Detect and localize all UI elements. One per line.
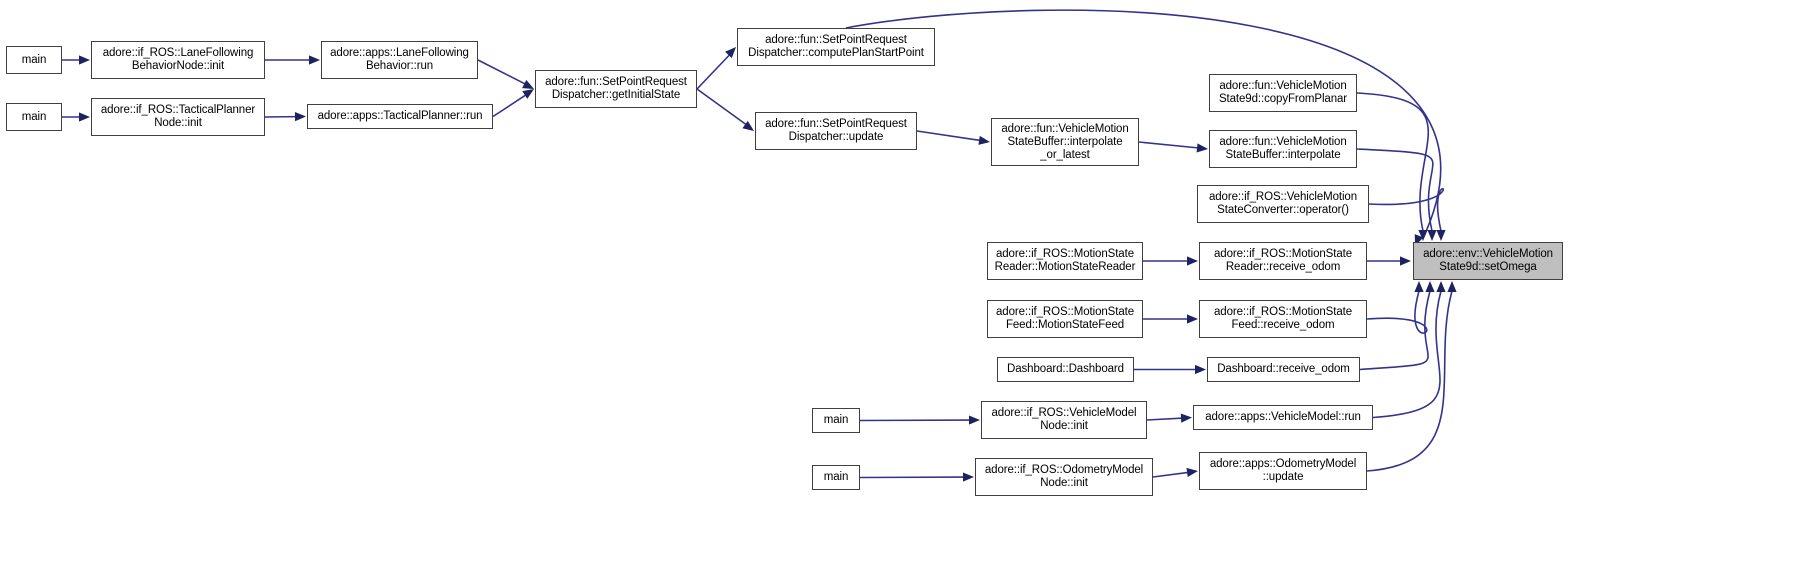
graph-node-msReaderOdom[interactable]: adore::if_ROS::MotionState Reader::recei… (1199, 242, 1367, 280)
edge-getInitialState-to-computeStart (696, 53, 731, 90)
edge-getInitialState-to-sprUpdate (696, 88, 748, 126)
graph-node-label: adore::if_ROS::VehicleModel Node::init (991, 407, 1137, 432)
graph-node-computeStart[interactable]: adore::fun::SetPointRequest Dispatcher::… (737, 28, 935, 66)
edge-interpOrLatest-to-interpolate-arrowhead (1196, 143, 1208, 153)
graph-node-label: adore::if_ROS::MotionState Feed::receive… (1213, 306, 1353, 331)
edge-odomModelInit-to-odomModelUpdate (1152, 471, 1190, 478)
graph-node-vehModelInit[interactable]: adore::if_ROS::VehicleModel Node::init (981, 401, 1147, 439)
edge-lfRun-to-getInitialState-arrowhead (522, 79, 534, 89)
edge-getInitialState-to-sprUpdate-arrowhead (742, 120, 754, 131)
graph-node-label: adore::fun::VehicleMotion StateBuffer::i… (1001, 122, 1129, 161)
graph-node-tpNodeInit[interactable]: adore::if_ROS::TacticalPlanner Node::ini… (91, 98, 265, 136)
graph-node-label: adore::if_ROS::VehicleMotion StateConver… (1208, 191, 1358, 216)
graph-node-label: adore::apps::LaneFollowing Behavior::run (330, 47, 469, 72)
edge-vehModelRun-to-setOmega (1372, 290, 1442, 419)
edge-msFeedCtor-to-msFeedOdom-arrowhead (1187, 314, 1198, 324)
graph-node-lfRun[interactable]: adore::apps::LaneFollowing Behavior::run (321, 41, 478, 79)
graph-node-label: main (21, 53, 47, 66)
graph-node-dashboardOdom[interactable]: Dashboard::receive_odom (1207, 357, 1360, 382)
graph-node-stateConverter[interactable]: adore::if_ROS::VehicleMotion StateConver… (1197, 185, 1369, 223)
graph-node-label: adore::if_ROS::MotionState Feed::MotionS… (995, 306, 1135, 331)
graph-node-label: adore::if_ROS::MotionState Reader::Motio… (994, 248, 1136, 273)
edge-dashboardOdom-to-setOmega (1359, 290, 1431, 371)
graph-node-label: adore::apps::OdometryModel ::update (1209, 458, 1357, 483)
edge-main4-to-odomModelInit-arrowhead (962, 472, 974, 482)
graph-node-main2[interactable]: main (6, 103, 62, 131)
graph-node-label: main (823, 414, 849, 426)
edge-lfRun-to-getInitialState (477, 59, 527, 86)
graph-node-dashboardCtor[interactable]: Dashboard::Dashboard (997, 357, 1134, 382)
edge-stateConverter-to-setOmega (1368, 187, 1445, 232)
graph-node-label: adore::if_ROS::TacticalPlanner Node::ini… (100, 104, 256, 129)
edge-msReaderOdom-to-setOmega-arrowhead (1400, 256, 1411, 266)
graph-node-label: adore::fun::SetPointRequest Dispatcher::… (545, 76, 687, 101)
graph-node-copyFromPlanar[interactable]: adore::fun::VehicleMotion State9d::copyF… (1209, 74, 1357, 112)
graph-node-label: adore::fun::VehicleMotion StateBuffer::i… (1219, 136, 1347, 161)
edge-tpNodeInit-to-tpRun-arrowhead (294, 112, 306, 122)
edge-msFeedOdom-to-setOmega (1366, 290, 1428, 334)
graph-node-lfNodeInit[interactable]: adore::if_ROS::LaneFollowing BehaviorNod… (91, 41, 265, 79)
graph-node-msReaderCtor[interactable]: adore::if_ROS::MotionState Reader::Motio… (987, 242, 1143, 280)
edge-odomModelUpdate-to-setOmega-arrowhead (1447, 281, 1457, 292)
graph-node-label: main (21, 110, 47, 123)
graph-node-label: Dashboard::receive_odom (1217, 363, 1350, 375)
edge-vehModelRun-to-setOmega-arrowhead (1436, 281, 1446, 292)
edge-main3-to-vehModelInit-arrowhead (968, 415, 980, 425)
graph-node-label: adore::if_ROS::MotionState Reader::recei… (1213, 248, 1353, 273)
edge-odomModelInit-to-odomModelUpdate-arrowhead (1186, 467, 1198, 477)
graph-node-odomModelInit[interactable]: adore::if_ROS::OdometryModel Node::init (975, 458, 1153, 496)
edge-dashboardOdom-to-setOmega-arrowhead (1425, 281, 1435, 292)
edge-sprUpdate-to-interpOrLatest (916, 130, 982, 142)
edge-interpolate-to-setOmega-arrowhead (1427, 230, 1437, 241)
graph-node-main3[interactable]: main (812, 408, 860, 433)
edge-vehModelInit-to-vehModelRun-arrowhead (1180, 413, 1192, 423)
graph-node-interpolate[interactable]: adore::fun::VehicleMotion StateBuffer::i… (1209, 130, 1357, 168)
graph-node-main1[interactable]: main (6, 46, 62, 74)
edge-vehModelInit-to-vehModelRun (1146, 417, 1184, 421)
graph-node-label: Dashboard::Dashboard (1007, 363, 1124, 375)
edge-msFeedOdom-to-setOmega-arrowhead (1414, 281, 1424, 292)
edge-tpRun-to-getInitialState (492, 93, 528, 118)
edge-copyFromPlanar-to-setOmega-arrowhead (1418, 230, 1428, 241)
graph-node-label: adore::apps::TacticalPlanner::run (317, 110, 483, 122)
graph-node-label: adore::apps::VehicleModel::run (1205, 411, 1361, 423)
edge-stateConverter-to-setOmega-arrowhead (1436, 230, 1446, 241)
edge-msReaderCtor-to-msReaderOdom-arrowhead (1187, 256, 1198, 266)
graph-node-label: adore::fun::SetPointRequest Dispatcher::… (765, 118, 907, 143)
graph-node-sprUpdate[interactable]: adore::fun::SetPointRequest Dispatcher::… (755, 112, 917, 150)
edge-lfNodeInit-to-lfRun-arrowhead (309, 55, 320, 65)
graph-node-setOmega[interactable]: adore::env::VehicleMotion State9d::setOm… (1413, 242, 1563, 280)
edge-interpolate-to-setOmega (1356, 148, 1434, 232)
edge-getInitialState-to-computeStart-arrowhead (725, 47, 736, 59)
graph-node-vehModelRun[interactable]: adore::apps::VehicleModel::run (1193, 405, 1373, 430)
graph-node-msFeedOdom[interactable]: adore::if_ROS::MotionState Feed::receive… (1199, 300, 1367, 338)
graph-node-tpRun[interactable]: adore::apps::TacticalPlanner::run (307, 104, 493, 129)
edge-main2-to-tpNodeInit-arrowhead (79, 112, 90, 122)
graph-node-label: adore::if_ROS::LaneFollowing BehaviorNod… (102, 47, 254, 72)
edge-interpOrLatest-to-interpolate (1138, 141, 1200, 149)
graph-node-interpOrLatest[interactable]: adore::fun::VehicleMotion StateBuffer::i… (991, 118, 1139, 166)
edge-computeStart-to-setOmega (845, 9, 1442, 239)
edge-dashboardCtor-to-dashboardOdom-arrowhead (1195, 364, 1206, 375)
graph-node-label: adore::fun::VehicleMotion State9d::copyF… (1218, 80, 1348, 105)
edge-main1-to-lfNodeInit-arrowhead (79, 55, 90, 65)
graph-node-label: adore::env::VehicleMotion State9d::setOm… (1423, 248, 1553, 273)
graph-node-main4[interactable]: main (812, 465, 860, 490)
edge-tpRun-to-getInitialState-arrowhead (522, 89, 534, 99)
graph-node-getInitialState[interactable]: adore::fun::SetPointRequest Dispatcher::… (535, 70, 697, 108)
graph-node-msFeedCtor[interactable]: adore::if_ROS::MotionState Feed::MotionS… (987, 300, 1143, 338)
graph-node-label: adore::fun::SetPointRequest Dispatcher::… (748, 34, 924, 59)
graph-node-label: adore::if_ROS::OdometryModel Node::init (984, 464, 1144, 489)
graph-node-label: main (823, 471, 849, 483)
edge-odomModelUpdate-to-setOmega (1366, 290, 1453, 472)
edge-sprUpdate-to-interpOrLatest-arrowhead (978, 135, 990, 145)
graph-node-odomModelUpdate[interactable]: adore::apps::OdometryModel ::update (1199, 452, 1367, 490)
